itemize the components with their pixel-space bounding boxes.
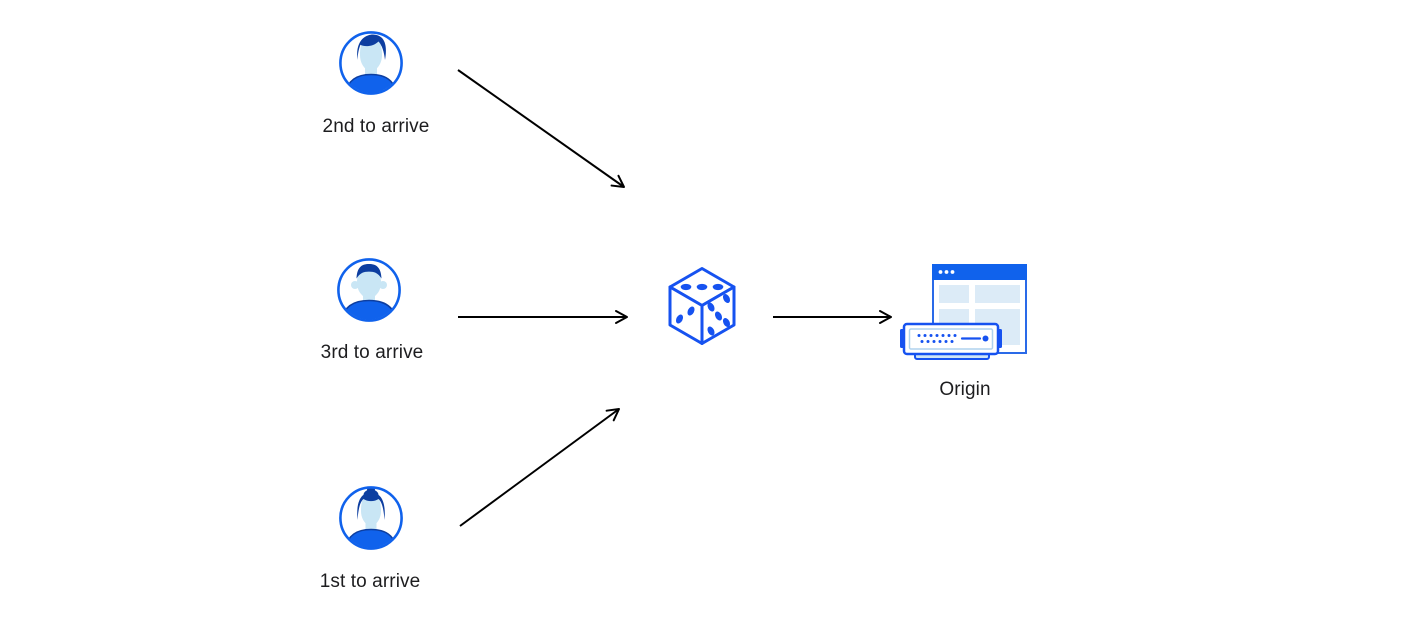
node-origin: [895, 255, 1030, 365]
browser-window-icon: [932, 264, 1027, 354]
node-visitor-first: [338, 485, 404, 551]
avatar-woman-bun-icon: [339, 486, 403, 550]
label-visitor-first: 1st to arrive: [319, 571, 421, 592]
arrow-second-to-dice: [457, 69, 625, 188]
label-origin: Origin: [939, 379, 991, 400]
arrow-first-to-dice: [459, 408, 620, 527]
node-visitor-third: [336, 257, 402, 323]
avatar-man-swept-hair-icon: [339, 31, 403, 95]
label-visitor-second: 2nd to arrive: [322, 116, 430, 137]
server-vent-dots: [917, 334, 957, 343]
label-visitor-third: 3rd to arrive: [320, 342, 424, 363]
dice-icon: [668, 267, 736, 345]
node-visitor-second: [338, 30, 404, 96]
avatar-man-flat-hair-icon: [337, 258, 401, 322]
origin-server-browser-icon: [900, 264, 1027, 360]
node-random-dice: [667, 266, 737, 346]
server-icon: [900, 322, 1002, 360]
